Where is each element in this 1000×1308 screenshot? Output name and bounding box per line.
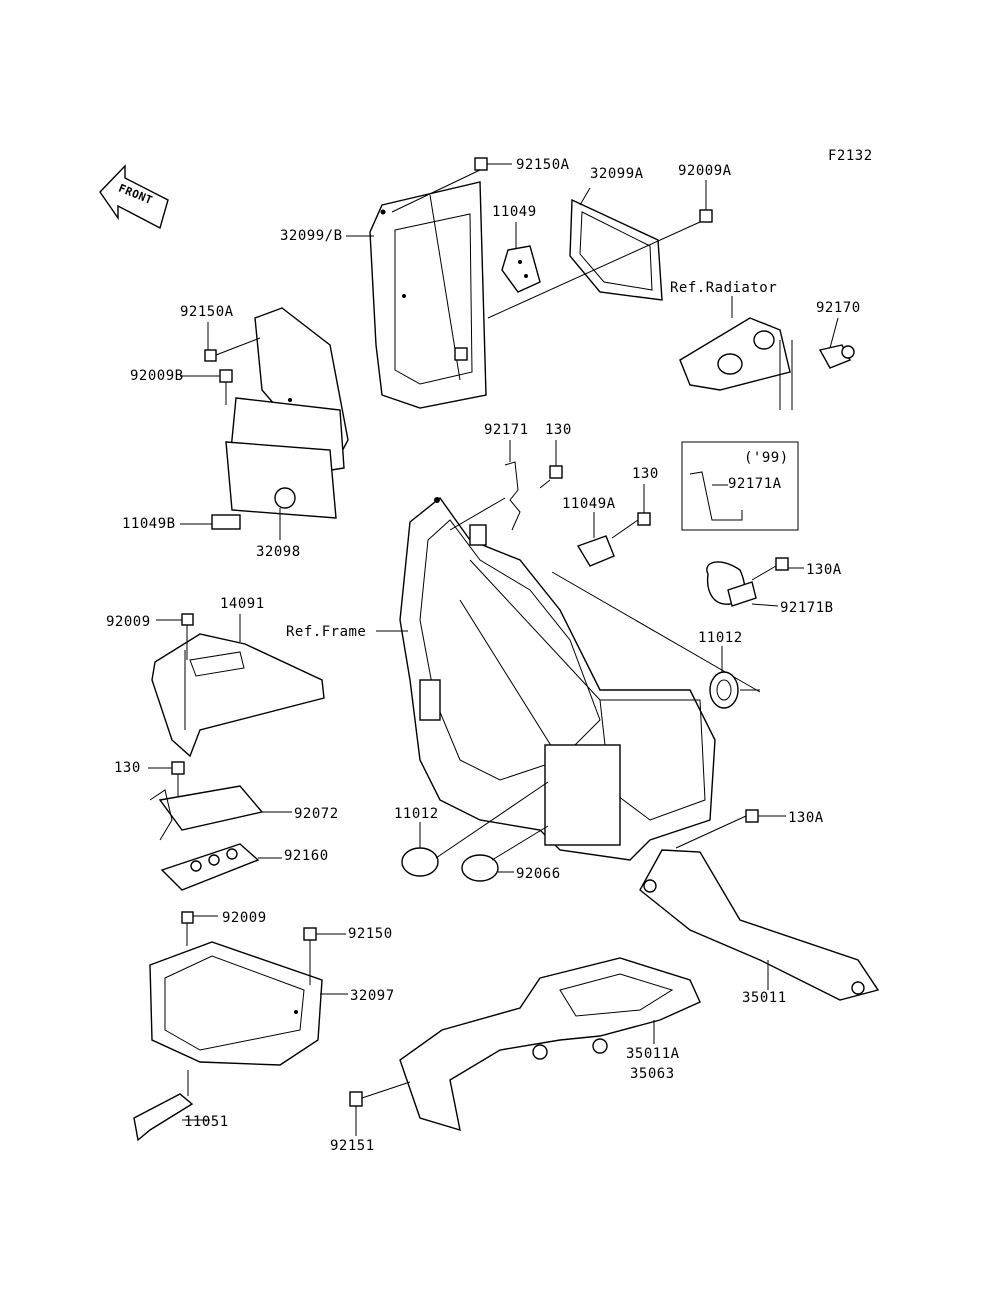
bolt-92009-lower — [181, 911, 218, 946]
bolt-130-top — [539, 440, 563, 489]
bolt-130-left — [148, 761, 185, 800]
plug-92066 — [461, 825, 549, 882]
bolt-130-mid — [611, 484, 651, 539]
label-11012-a: 11012 — [698, 630, 743, 646]
label-11051: 11051 — [184, 1114, 229, 1130]
label-92150: 92150 — [348, 926, 393, 942]
cover-32099B — [369, 181, 487, 409]
grommet-11012-left — [401, 781, 549, 877]
bolt-130A-right — [751, 557, 804, 581]
label-32099A: 32099A — [590, 166, 644, 182]
radiator-ref — [679, 296, 793, 410]
label-92151: 92151 — [330, 1138, 375, 1154]
label-11012-b: 11012 — [394, 806, 439, 822]
bolt-92150 — [303, 927, 346, 985]
tray-32097 — [149, 941, 348, 1066]
bolt-92151 — [349, 1081, 411, 1136]
clamp-92170 — [818, 317, 855, 369]
label-92160: 92160 — [284, 848, 329, 864]
label-92009-b: 92009 — [222, 910, 267, 926]
bolt-92150A-top — [391, 157, 512, 213]
holder-92160 — [160, 843, 282, 891]
bracket-35011 — [639, 849, 880, 1001]
bracket-11051 — [133, 1070, 210, 1142]
label-11049B: 11049B — [122, 516, 176, 532]
bracket-35011A — [399, 957, 701, 1132]
label-130A-b: 130A — [788, 810, 824, 826]
bolt-130A-lower — [675, 809, 786, 849]
label-130-b: 130 — [632, 466, 659, 482]
label-92009A: 92009A — [678, 163, 732, 179]
front-arrow-icon: FRONT — [99, 164, 169, 230]
label-92150A-top: 92150A — [516, 157, 570, 173]
label-130-c: 130 — [114, 760, 141, 776]
label-11049A: 11049A — [562, 496, 616, 512]
label-92009: 92009 — [106, 614, 151, 630]
guard-14091 — [151, 633, 325, 758]
label-92171A: 92171A — [728, 476, 782, 492]
label-35011A: 35011A — [626, 1046, 680, 1062]
label-92150A-left: 92150A — [180, 304, 234, 320]
bracket-92072 — [149, 785, 292, 841]
label-11049: 11049 — [492, 204, 537, 220]
main-frame — [399, 496, 716, 861]
label-32097: 32097 — [350, 988, 395, 1004]
cover-side-left — [211, 307, 349, 530]
clip-92171B — [706, 561, 757, 607]
label-year-99: ('99) — [744, 450, 789, 466]
bolt-92009-upper — [156, 613, 194, 660]
clip-92171 — [449, 440, 521, 531]
bolt-92009B — [180, 369, 233, 405]
label-35011: 35011 — [742, 990, 787, 1006]
label-ref-frame: Ref.Frame — [286, 624, 366, 640]
label-130A-a: 130A — [806, 562, 842, 578]
cover-32099A — [569, 187, 663, 301]
label-92066: 92066 — [516, 866, 561, 882]
bolt-92150A-left — [204, 322, 261, 362]
label-130-a: 130 — [545, 422, 572, 438]
label-92170: 92170 — [816, 300, 861, 316]
label-92171: 92171 — [484, 422, 529, 438]
label-92171B: 92171B — [780, 600, 834, 616]
label-32098: 32098 — [256, 544, 301, 560]
figure-code: F2132 — [828, 148, 873, 164]
label-14091: 14091 — [220, 596, 265, 612]
label-32099B: 32099/B — [280, 228, 343, 244]
grommet-11012-right — [709, 646, 760, 709]
label-92009B: 92009B — [130, 368, 184, 384]
variant-box-99 — [681, 441, 799, 531]
bolt-92009A — [487, 180, 713, 319]
label-35063: 35063 — [630, 1066, 675, 1082]
label-92072: 92072 — [294, 806, 339, 822]
label-ref-radiator: Ref.Radiator — [670, 280, 777, 296]
bracket-11049 — [501, 222, 541, 293]
